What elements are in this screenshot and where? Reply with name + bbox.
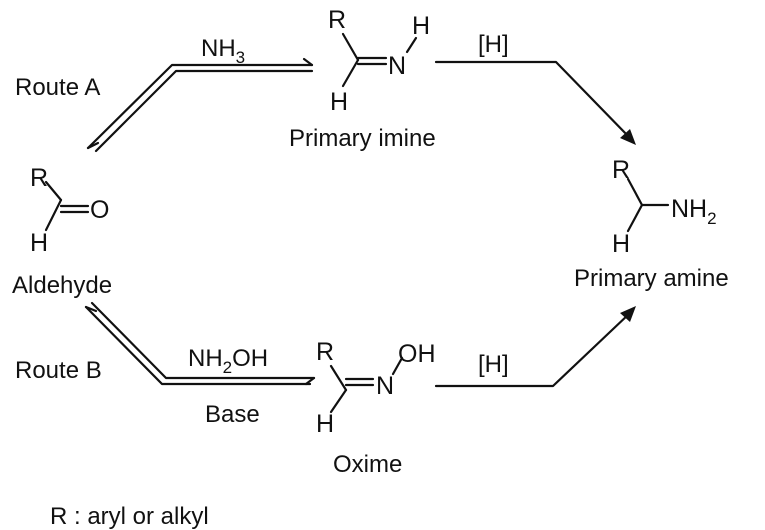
aldehyde-h-bond [44, 198, 63, 232]
oxime-n-atom: N [376, 372, 394, 400]
imine-h-bond [341, 58, 360, 88]
route-b-forward-arrow [90, 301, 316, 380]
route-b-reverse-arrow-half-head [84, 305, 98, 313]
route-a-reverse-arrow-half-head [86, 141, 100, 150]
primary-imine-structure: R H N H [328, 6, 430, 116]
imine-r-bond [341, 32, 360, 62]
reduction-bottom-arrow-line [434, 311, 632, 388]
aldehyde-label: Aldehyde [12, 272, 112, 299]
reduction-top-label: [H] [478, 31, 509, 58]
route-a-reagent: NH3 [201, 35, 245, 67]
route-a-label: Route A [15, 74, 100, 101]
route-b-label: Route B [15, 357, 102, 384]
aldehyde-h-atom: H [30, 229, 48, 257]
route-a-reverse-arrow [94, 69, 314, 153]
route-b-reagent-top: NH2OH [188, 345, 268, 377]
primary-amine-structure: R H NH2 [612, 156, 717, 258]
amine-r-atom: R [612, 156, 630, 184]
imine-n-atom: N [388, 52, 406, 80]
route-a-equilibrium-arrows [86, 57, 314, 153]
route-b-reverse-arrow [84, 305, 312, 386]
oxime-r-bond [329, 364, 348, 392]
substituent-legend: R : aryl or alkyl [50, 503, 209, 530]
reduction-bottom-label: [H] [478, 351, 509, 378]
imine-r-atom: R [328, 6, 346, 34]
imine-nh-bond [405, 36, 418, 54]
primary-imine-label: Primary imine [289, 125, 436, 152]
imine-h-on-c-atom: H [330, 88, 348, 116]
primary-amine-label: Primary amine [574, 265, 729, 292]
route-b-reagent-bottom: Base [205, 401, 260, 428]
oxime-structure: R OH N H [316, 338, 436, 438]
reduction-top-arrow [434, 60, 636, 145]
route-b-equilibrium-arrows [84, 301, 316, 386]
aldehyde-r-atom: R [30, 164, 48, 192]
amine-h-atom: H [612, 230, 630, 258]
oxime-h-atom: H [316, 410, 334, 438]
reduction-top-arrow-line [434, 60, 632, 140]
aldehyde-structure: R H O [30, 164, 109, 257]
route-a-forward-arrow [86, 63, 314, 150]
amine-h-bond [626, 203, 644, 233]
oxime-label: Oxime [333, 451, 402, 478]
oxime-no-bond [391, 356, 404, 376]
oxime-r-atom: R [316, 338, 334, 366]
aldehyde-o-atom: O [90, 196, 109, 224]
oxime-oh-group: OH [398, 340, 436, 368]
reduction-bottom-arrow [434, 306, 636, 388]
reduction-top-arrowhead [620, 129, 636, 145]
route-a-forward-arrow-half-head [302, 57, 314, 67]
route-b-forward-arrow-half-head [304, 376, 316, 386]
reduction-bottom-arrowhead [620, 306, 636, 322]
aldehyde-r-bond [44, 180, 63, 202]
imine-h-on-n-atom: H [412, 12, 430, 40]
oxime-h-bond [329, 388, 348, 414]
amine-r-bond [626, 177, 644, 207]
amine-nh2-group: NH2 [671, 195, 717, 228]
